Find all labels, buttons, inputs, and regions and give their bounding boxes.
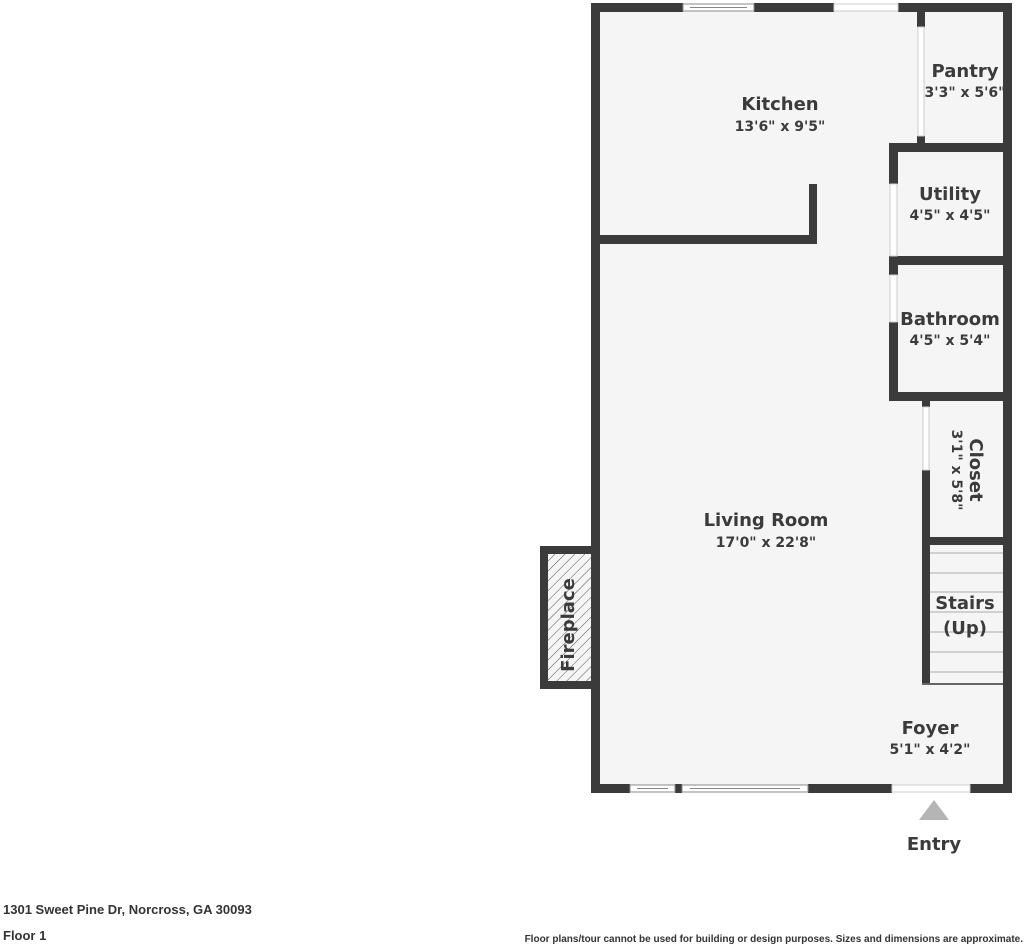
entry-arrow-icon bbox=[919, 800, 949, 820]
room-dims-foyer: 5'1" x 4'2" bbox=[890, 742, 971, 758]
fireplace-hatch bbox=[548, 554, 591, 681]
room-dims-stairs: (Up) bbox=[943, 618, 987, 639]
room-name-pantry: Pantry bbox=[932, 61, 999, 82]
room-dims-bathroom: 4'5" x 5'4" bbox=[910, 333, 991, 349]
stairs-treads bbox=[930, 552, 1003, 673]
room-name-utility: Utility bbox=[919, 184, 981, 205]
stairs-bottom bbox=[922, 683, 1003, 685]
door-openings bbox=[889, 26, 930, 471]
room-dims-pantry: 3'3" x 5'6" bbox=[925, 85, 1006, 101]
room-name-kitchen: Kitchen bbox=[741, 94, 818, 115]
room-name-living-room: Living Room bbox=[704, 510, 829, 531]
entry-label: Entry bbox=[907, 834, 962, 855]
interior-walls bbox=[591, 12, 1003, 685]
room-dims-utility: 4'5" x 4'5" bbox=[910, 208, 991, 224]
address: 1301 Sweet Pine Dr, Norcross, GA 30093 bbox=[3, 902, 252, 917]
room-name-foyer: Foyer bbox=[902, 718, 959, 739]
windows bbox=[629, 3, 809, 793]
room-dims-living-room: 17'0" x 22'8" bbox=[716, 535, 816, 551]
room-dims-kitchen: 13'6" x 9'5" bbox=[735, 119, 826, 135]
room-dims-closet: 3'1" x 5'8" bbox=[948, 430, 964, 511]
room-name-closet: Closet bbox=[965, 438, 986, 502]
outer-walls bbox=[591, 3, 1012, 793]
disclaimer: Floor plans/tour cannot be used for buil… bbox=[524, 934, 1023, 945]
fireplace-label: Fireplace bbox=[558, 578, 579, 672]
room-name-bathroom: Bathroom bbox=[900, 309, 1000, 330]
floor-label: Floor 1 bbox=[3, 928, 47, 943]
room-name-stairs: Stairs bbox=[935, 593, 994, 614]
back-door bbox=[833, 3, 899, 12]
front-door bbox=[891, 784, 971, 793]
